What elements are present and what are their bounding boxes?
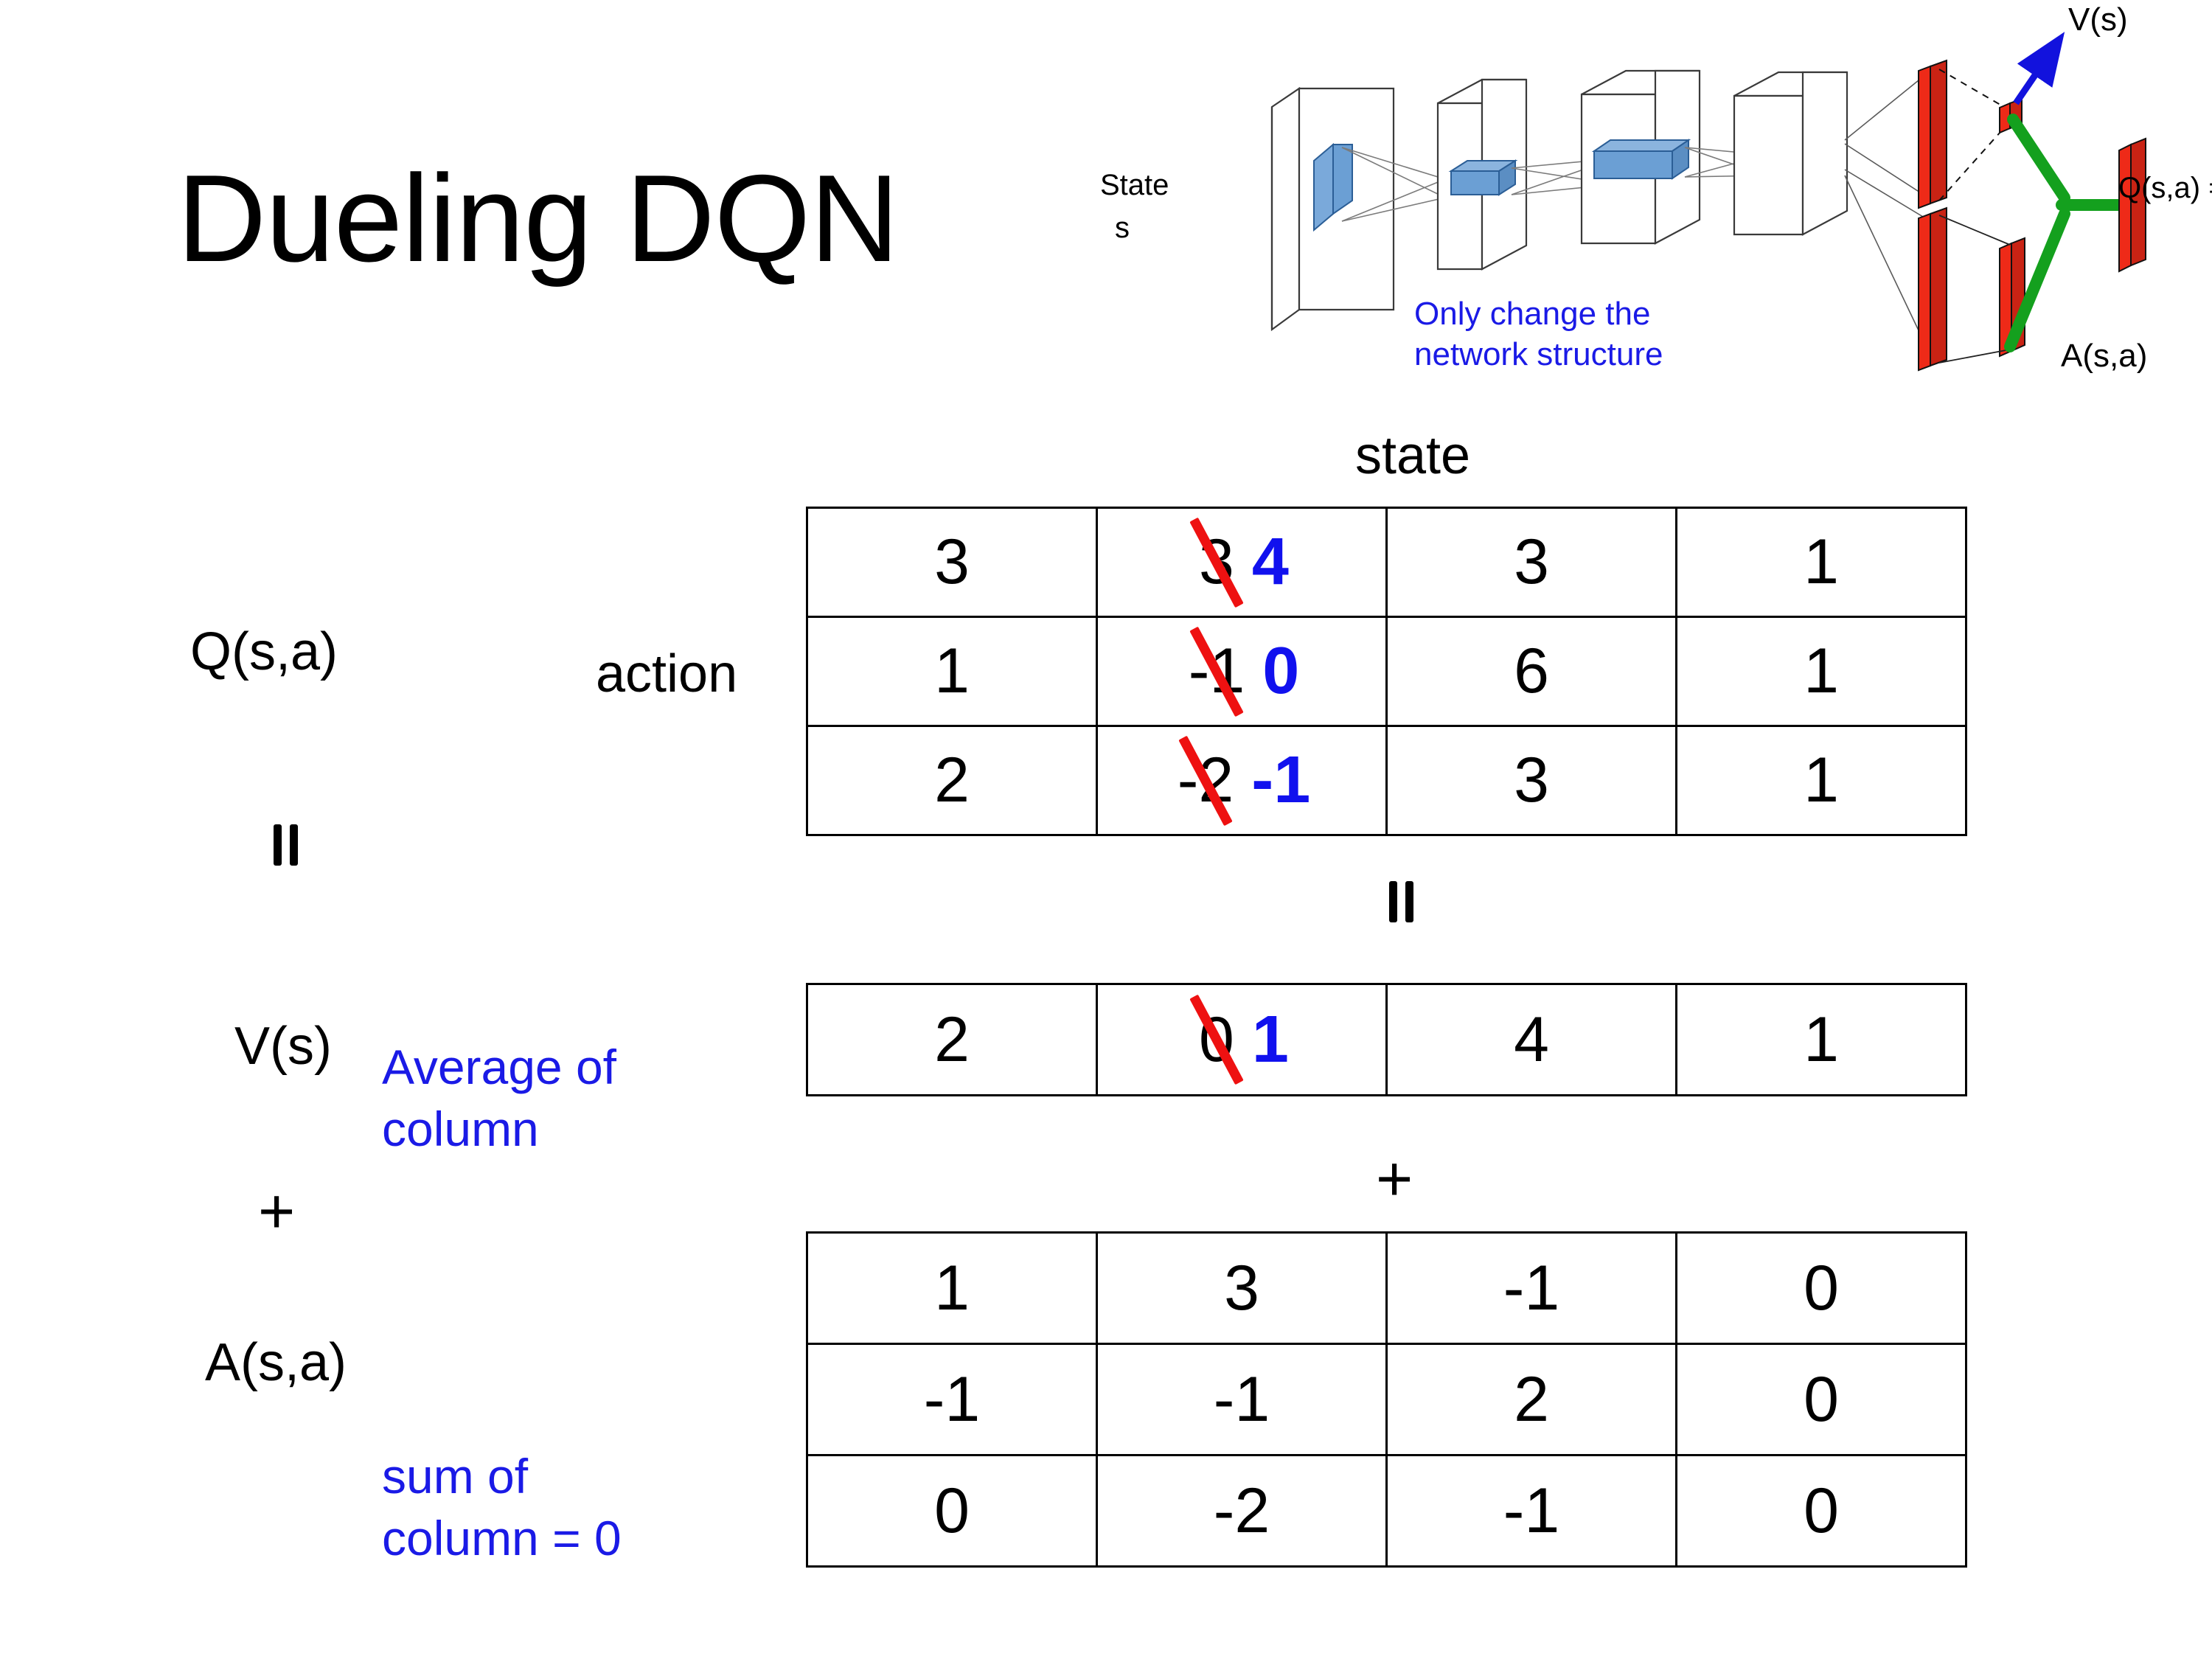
table-cell: 6 (1385, 616, 1677, 727)
struck-value: -2 (1173, 735, 1238, 826)
v-output-arrow-icon (2013, 32, 2065, 105)
replacement-value: 4 (1251, 525, 1289, 599)
page-title: Dueling DQN (177, 149, 900, 288)
replacement-value: 1 (1251, 1002, 1289, 1077)
strikethrough-icon (1189, 994, 1244, 1085)
struck-value: -1 (1184, 626, 1249, 717)
table-cell: 1 (1675, 616, 1967, 727)
conv-fan-lines-1 (1341, 147, 1446, 222)
conv-block-3-icon (1733, 71, 1848, 236)
advantage-stream-bar-icon (1918, 206, 1947, 372)
replacement-value: -1 (1251, 743, 1311, 817)
v-table-label: V(s) (234, 1017, 332, 1076)
table-cell: 1 (806, 616, 1098, 727)
a-table-label: A(s,a) (205, 1333, 347, 1392)
average-of-column-note: Average of column (382, 1040, 617, 1157)
action-axis-label: action (596, 644, 738, 703)
table-cell: 3 (1385, 507, 1677, 618)
table-cell: 1 (1675, 725, 1967, 836)
q-table-label: Q(s,a) (190, 622, 338, 681)
figure-state-variable: s (1115, 212, 1130, 244)
strikethrough-icon (1189, 517, 1244, 608)
table-cell: -2-1 (1096, 725, 1388, 836)
network-diagram-svg (1270, 32, 2146, 372)
figure-annotation-note: Only change the network structure (1414, 296, 1663, 372)
table-cell: 2 (1385, 1343, 1677, 1456)
combine-connector-icon (2004, 114, 2131, 352)
table-cell: 4 (1385, 983, 1677, 1096)
table-cell: 3 (1385, 725, 1677, 836)
equals-bar-1 (1389, 881, 1397, 922)
input-patch-icon (1313, 142, 1353, 232)
strikethrough-icon (1178, 735, 1233, 826)
table-cell: 0 (1675, 1454, 1967, 1568)
table-cell: 2 (806, 725, 1098, 836)
replacement-value: 0 (1262, 634, 1300, 708)
plus-symbol-left: + (258, 1176, 296, 1247)
equals-symbol-left (269, 824, 303, 866)
strikethrough-icon (1189, 626, 1244, 717)
q-output-bar-icon (2118, 137, 2146, 273)
dueling-network-diagram: State s V(s) A(s,a) Q(s,a) = A(s,a)+V(s)… (1099, 0, 2212, 413)
equals-bar-2 (290, 824, 298, 866)
table-cell: -1 (1096, 1343, 1388, 1456)
sum-of-column-note: sum of column = 0 (382, 1449, 622, 1566)
table-cell: 3 (1096, 1231, 1388, 1345)
figure-q-output-label: Q(s,a) = A(s,a)+V(s) (2118, 172, 2212, 204)
table-cell: 1 (1675, 507, 1967, 618)
table-cell: -1 (1385, 1231, 1677, 1345)
conv-patch-2-icon (1591, 139, 1691, 180)
figure-state-label: State (1100, 169, 1169, 201)
table-cell: 2 (806, 983, 1098, 1096)
equals-bar-1 (274, 824, 282, 866)
table-cell: 3 (806, 507, 1098, 618)
advantage-links (1938, 215, 2011, 364)
table-cell: 0 (1675, 1231, 1967, 1345)
table-cell: 1 (1675, 983, 1967, 1096)
plus-symbol-middle: + (1376, 1144, 1413, 1214)
table-cell: -1 (1385, 1454, 1677, 1568)
value-dashed-links (1938, 69, 2014, 201)
struck-value: 0 (1189, 994, 1244, 1085)
corrected-cell: -2-1 (1173, 735, 1311, 826)
equals-symbol-middle (1385, 881, 1419, 922)
value-stream-bar-icon (1918, 59, 1947, 209)
state-axis-label: state (1355, 426, 1471, 485)
table-cell: -1 (806, 1343, 1098, 1456)
figure-advantage-output-label: A(s,a) (2061, 338, 2148, 374)
table-cell: 0 (1675, 1343, 1967, 1456)
table-cell: -2 (1096, 1454, 1388, 1568)
struck-value: 3 (1189, 517, 1244, 608)
equals-bar-2 (1405, 881, 1413, 922)
table-cell: 0 (806, 1454, 1098, 1568)
conv-patch-1-icon (1448, 159, 1518, 196)
figure-value-output-label: V(s) (2068, 1, 2128, 38)
table-cell: 1 (806, 1231, 1098, 1345)
